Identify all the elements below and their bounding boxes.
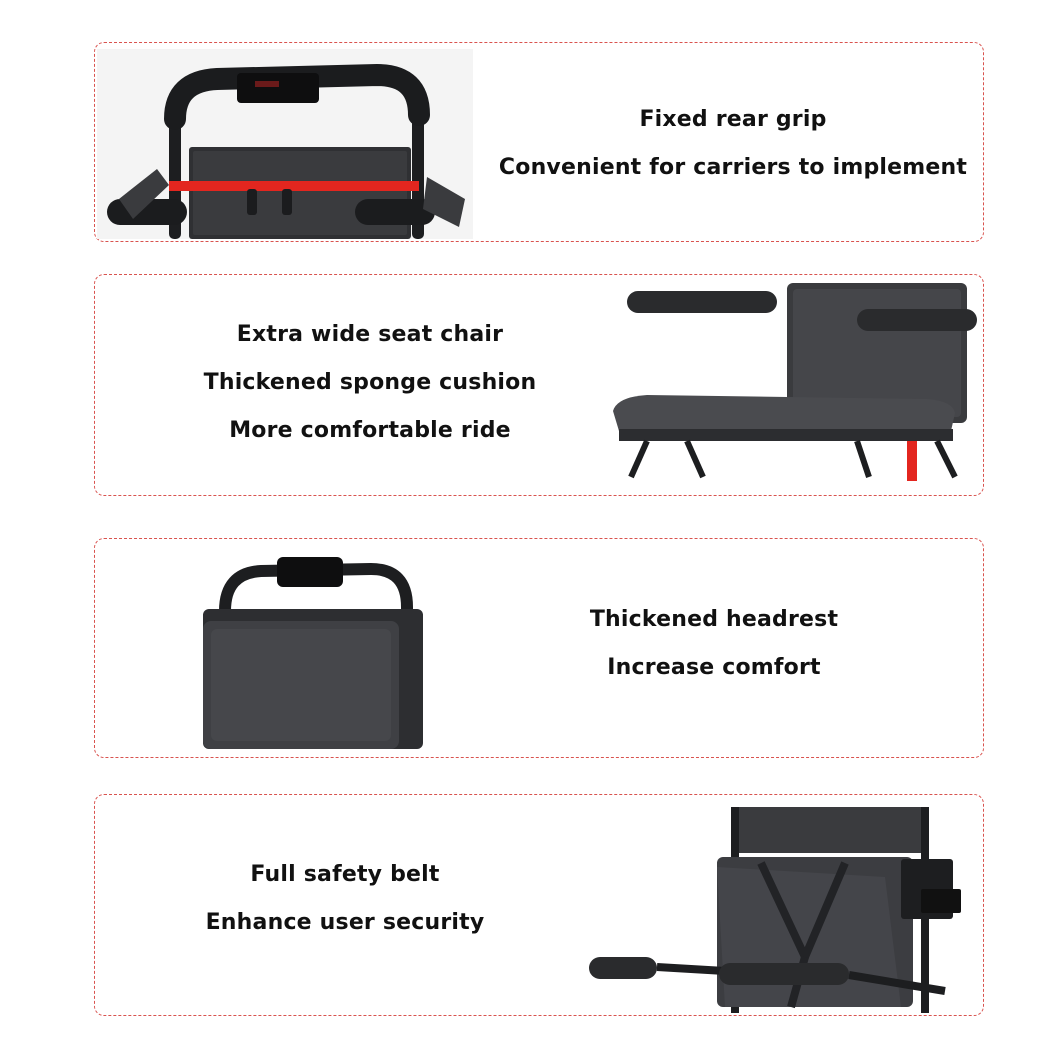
- headrest-line-1: Thickened headrest: [589, 607, 839, 632]
- rear-grip-line-2: Convenient for carriers to implement: [498, 155, 968, 180]
- rear-grip-text: Fixed rear grip Convenient for carriers …: [493, 96, 973, 192]
- rear-grip-photo: [97, 49, 473, 239]
- belt-text: Full safety belt Enhance user security: [145, 851, 545, 947]
- feature-card-rear-grip: Fixed rear grip Convenient for carriers …: [94, 42, 984, 242]
- headrest-photo: [191, 551, 441, 755]
- seat-cushion-photo: [607, 281, 979, 487]
- headrest-line-2: Increase comfort: [607, 655, 821, 680]
- rear-grip-line-1: Fixed rear grip: [639, 107, 827, 132]
- feature-card-headrest: Thickened headrest Increase comfort: [94, 538, 984, 758]
- seat-text: Extra wide seat chair Thickened sponge c…: [145, 311, 595, 455]
- seat-line-1: Extra wide seat chair: [236, 322, 504, 347]
- feature-card-safety-belt: Full safety belt Enhance user security: [94, 794, 984, 1016]
- belt-line-2: Enhance user security: [205, 910, 485, 935]
- headrest-text: Thickened headrest Increase comfort: [493, 596, 935, 692]
- feature-card-seat: Extra wide seat chair Thickened sponge c…: [94, 274, 984, 496]
- seat-line-3: More comfortable ride: [229, 418, 511, 443]
- safety-belt-photo: [585, 807, 979, 1013]
- seat-line-2: Thickened sponge cushion: [203, 370, 537, 395]
- belt-line-1: Full safety belt: [250, 862, 440, 887]
